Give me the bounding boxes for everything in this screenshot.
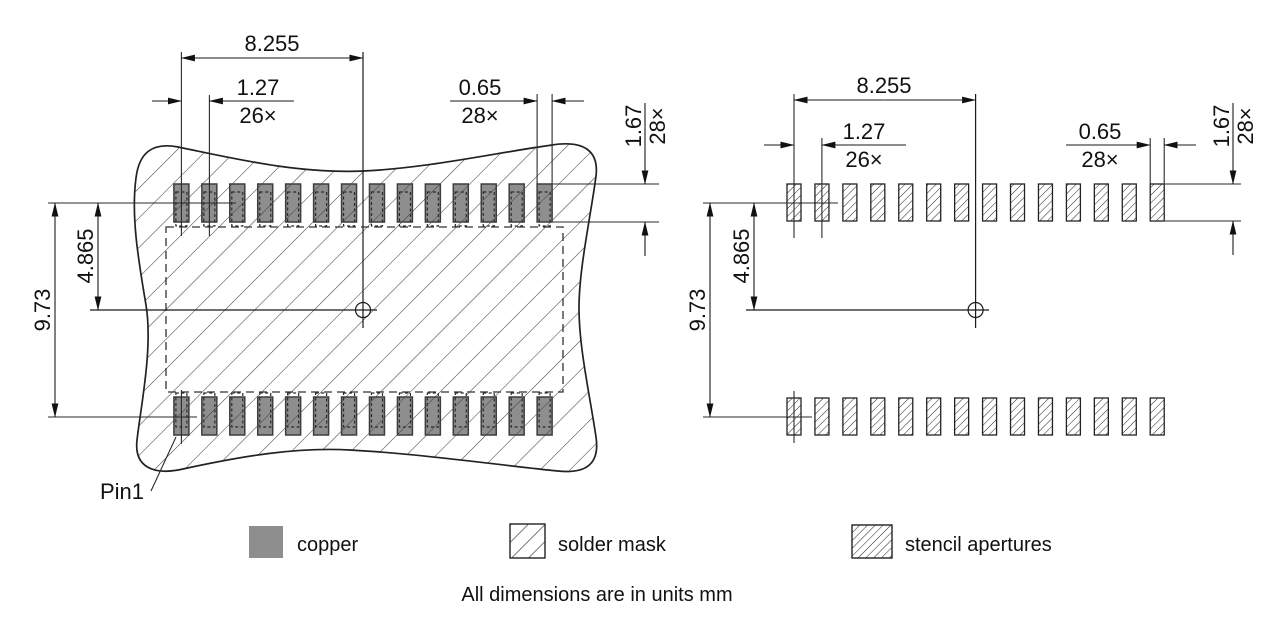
stencil-aperture xyxy=(1037,183,1054,222)
stencil-aperture xyxy=(1121,397,1137,436)
stencil-aperture xyxy=(1093,183,1109,222)
stencil-aperture xyxy=(814,397,830,436)
dim-pitch-label: 1.27 xyxy=(237,75,280,100)
units-note: All dimensions are in units mm xyxy=(461,584,732,606)
dim-height-label: 1.67 xyxy=(621,105,646,148)
stencil-aperture xyxy=(1093,397,1109,436)
dim-pitch-count-label: 26× xyxy=(239,103,276,128)
copper-swatch xyxy=(249,526,283,558)
stencil-aperture xyxy=(870,397,886,436)
pin1-leader-line xyxy=(150,436,177,492)
dim-height-count-label: 28× xyxy=(1233,107,1258,144)
dim-height-label: 1.67 xyxy=(1209,105,1234,148)
stencil-aperture-view: 8.255 1.27 26× 0.65 28× 1.67 28× 9.73 4.… xyxy=(685,73,1258,443)
stencil-aperture xyxy=(1065,183,1082,222)
legend-copper-label: copper xyxy=(297,534,358,556)
stencil-aperture xyxy=(926,183,942,222)
stencil-aperture xyxy=(981,397,998,436)
stencil-aperture-rows xyxy=(786,183,1165,436)
stencil-aperture xyxy=(1009,183,1026,222)
dim-width-label: 0.65 xyxy=(459,75,502,100)
stencil-aperture xyxy=(898,397,914,436)
stencil-aperture xyxy=(1065,397,1082,436)
legend-solder-mask-label: solder mask xyxy=(558,534,667,556)
stencil-aperture xyxy=(842,397,858,436)
pin1-label: Pin1 xyxy=(100,479,144,504)
dim-height-count-label: 28× xyxy=(645,107,670,144)
stencil-aperture xyxy=(1149,397,1165,436)
dim-span-label: 8.255 xyxy=(856,73,911,98)
legend-stencil-apertures-label: stencil apertures xyxy=(905,534,1052,556)
solder-mask-swatch xyxy=(509,523,546,559)
stencil-aperture xyxy=(926,397,942,436)
dim-width-count-label: 28× xyxy=(1081,147,1118,172)
solder-mask-hatch xyxy=(133,143,598,473)
dim-halfrow-label: 4.865 xyxy=(729,228,754,283)
dim-width-count-label: 28× xyxy=(461,103,498,128)
stencil-aperture xyxy=(953,183,970,222)
stencil-aperture xyxy=(981,183,998,222)
stencil-apertures-swatch xyxy=(851,524,893,559)
dim-pitch-label: 1.27 xyxy=(843,119,886,144)
stencil-aperture xyxy=(953,397,970,436)
dim-halfrow-label: 4.865 xyxy=(73,228,98,283)
dim-pitch-count-label: 26× xyxy=(845,147,882,172)
dim-rowspan-label: 9.73 xyxy=(685,289,710,332)
stencil-aperture xyxy=(842,183,858,222)
stencil-aperture xyxy=(1009,397,1026,436)
dim-span-label: 8.255 xyxy=(244,31,299,56)
stencil-aperture xyxy=(898,183,914,222)
stencil-aperture xyxy=(1037,397,1054,436)
legend: copper solder mask stencil apertures xyxy=(249,523,1052,559)
dim-width-label: 0.65 xyxy=(1079,119,1122,144)
combined-footprint-view: 8.255 1.27 26× 0.65 28× 1.67 28× 9.73 4.… xyxy=(30,31,670,504)
stencil-aperture xyxy=(1149,183,1165,222)
dim-rowspan-label: 9.73 xyxy=(30,289,55,332)
stencil-aperture xyxy=(1121,183,1137,222)
stencil-aperture xyxy=(870,183,886,222)
